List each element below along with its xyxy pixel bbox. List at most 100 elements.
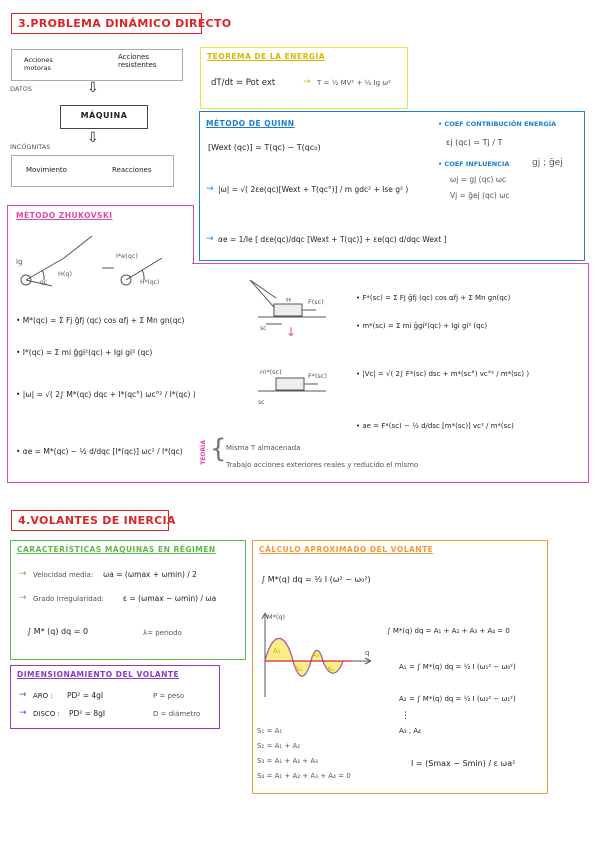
aro-eq: PD² = 4gI bbox=[67, 691, 104, 700]
momento-graph: M*(q) q A₁ A₂ A₃ A₄ bbox=[261, 612, 372, 697]
coef-influencia: • COEF INFLUENCIA bbox=[438, 160, 510, 168]
quinn-eq3: αe = 1/Ie [ dεe(qc)/dqc [Wext + T(qc)] +… bbox=[218, 235, 447, 244]
energia-eq2: T = ½ MV² + ½ Ig ω² bbox=[317, 79, 391, 87]
coef-contribucion-eq: εj (qc) = Tj / T bbox=[446, 138, 503, 147]
calculo-sum-eq: ∫ M*(q) dq = A₁ + A₂ + A₃ + A₄ = 0 bbox=[387, 627, 510, 635]
fsc-label: F(sc) bbox=[308, 298, 324, 306]
diametro-label: D = diámetro bbox=[153, 710, 201, 718]
acciones-motoras: Acciones motoras bbox=[24, 56, 53, 72]
zhukovski-eq-ae: • ae = F*(sc) − ½ d/dsc [m*(sc)] vc² / m… bbox=[356, 422, 514, 430]
zhukovski-top-line bbox=[192, 263, 589, 264]
energia-box: TEOREMA DE LA ENERGÍA dT/dt = Pot ext → … bbox=[200, 47, 408, 109]
calculo-i-eq: I = (Smax − Smin) / ε ωa² bbox=[411, 759, 516, 768]
arrow-down-icon: ↓ bbox=[286, 325, 296, 339]
arrow-right-icon: → bbox=[206, 234, 214, 244]
fstar-label: F*(sc) bbox=[308, 372, 327, 380]
grado-irregularidad-label: Grado irregularidad: bbox=[33, 595, 104, 603]
sc2-label: sc bbox=[258, 399, 264, 406]
regimen-heading: CARACTERÍSTICAS MÁQUINAS EN RÉGIMEN bbox=[17, 545, 216, 554]
movimiento-label: Movimiento bbox=[26, 166, 67, 174]
section-4-title: 4.VOLANTES DE INERCIA bbox=[11, 510, 175, 531]
area-a2: A₂ bbox=[295, 665, 302, 673]
incognitas-box: Movimiento Reacciones bbox=[11, 155, 174, 187]
aro-label: ARO : bbox=[33, 692, 53, 700]
zhukovski-eq-a: • αe = M*(qc) − ½ d/dqc [I*(qc)] ωc² / I… bbox=[16, 447, 183, 456]
datos-label: DATOS bbox=[10, 85, 33, 93]
quinn-heading: MÉTODO DE QUINN bbox=[206, 119, 295, 128]
quinn-box: MÉTODO DE QUINN [Wext (qc)] = T(qc) − T(… bbox=[199, 111, 585, 261]
zhukovski-eq-w: • |ω| = √( 2∫ M*(qc) dqc + I*(qc°) ωc°² … bbox=[16, 390, 196, 399]
mstar-label: m*(sc) bbox=[260, 368, 282, 376]
zhukovski-heading: MÉTODO ZHUKOVSKI bbox=[16, 211, 113, 220]
crank-diagram: Ig H(q) qc I*e(qc) H*(qc) bbox=[16, 235, 163, 287]
slider-diagram: ↓ H F(sc) sc m*(sc) F*(sc) sc bbox=[249, 279, 327, 406]
calculo-box: CÁLCULO APROXIMADO DEL VOLANTE ∫ M*(q) d… bbox=[252, 540, 548, 794]
velocidad-media-label: Velocidad media: bbox=[33, 571, 94, 579]
acciones-resistentes: Acciones resistentes bbox=[118, 53, 157, 69]
zhukovski-eq-v: • |Vc| = √( 2∫ F*(sc) dsc + m*(sc°) vc°²… bbox=[356, 370, 530, 378]
coef-influencia-eq1: ωj = gj (qc) ωc bbox=[450, 175, 507, 184]
teoria-line2: Trabajo acciones exteriores reales y red… bbox=[226, 461, 419, 469]
peso-label: P = peso bbox=[153, 692, 185, 700]
zhukovski-eq-i: • I*(qc) = Σ mi ḡgi²(qc) + Igi gi² (qc) bbox=[16, 348, 153, 357]
arrow-right-icon: → bbox=[206, 184, 214, 194]
zhukovski-eq-f: • F*(sc) = Σ Fj ḡfj (qc) cos αfj + Σ Mn … bbox=[356, 294, 511, 302]
graph-x-label: q bbox=[365, 649, 369, 657]
arrow-right-icon: → bbox=[19, 569, 27, 579]
energia-heading: TEOREMA DE LA ENERGÍA bbox=[207, 52, 326, 61]
dimensionamiento-box: DIMENSIONAMIENTO DEL VOLANTE → ARO : PD²… bbox=[10, 665, 220, 729]
sc-label: sc bbox=[260, 325, 266, 332]
hq-label: H(q) bbox=[58, 270, 72, 278]
zhukovski-box bbox=[7, 205, 194, 264]
calculo-s3: S₃ = A₁ + A₂ + A₃ bbox=[257, 757, 318, 765]
quinn-eq2: |ω| = √( 2εe(qc)[Wext + T(qc°)] / m gdc²… bbox=[218, 185, 409, 194]
section-3-title: 3.PROBLEMA DINÁMICO DIRECTO bbox=[11, 13, 231, 34]
quinn-eq1: [Wext (qc)] = T(qc) − T(qc₀) bbox=[208, 143, 321, 152]
calculo-heading: CÁLCULO APROXIMADO DEL VOLANTE bbox=[259, 545, 434, 554]
zhukovski-eq-mm: • m*(sc) = Σ mi ḡgi²(qc) + Igi gi² (qc) bbox=[356, 322, 488, 330]
area-a3: A₃ bbox=[312, 651, 319, 659]
ig-label: Ig bbox=[16, 258, 23, 266]
area-a4: A₄ bbox=[327, 665, 334, 673]
coef-influencia-eq2: Vj = ḡej (qc) ωc bbox=[450, 191, 510, 200]
graph-y-label: M*(q) bbox=[267, 613, 285, 621]
periodo-integral: ∫ M* (q) dq = 0 bbox=[27, 627, 89, 636]
h-label: H bbox=[286, 296, 291, 304]
calculo-s2: S₂ = A₁ + A₂ bbox=[257, 742, 301, 750]
calculo-dots: ⋮ bbox=[401, 711, 410, 721]
incognitas-label: INCÓGNITAS bbox=[10, 143, 51, 151]
teoria-label: TEORÍA bbox=[200, 440, 207, 465]
calculo-a1-eq: A₁ = ∫ M*(q) dq = ½ I (ω₁² − ω₀²) bbox=[399, 663, 516, 671]
maquina-label: MÁQUINA bbox=[80, 111, 128, 120]
ie-label: I*e(qc) bbox=[116, 252, 138, 260]
calculo-a3a4: A₃ , A₄ bbox=[399, 727, 421, 735]
coef-contribucion: • COEF CONTRIBUCIÓN ENERGÍA bbox=[438, 120, 557, 128]
energia-eq1: dT/dt = Pot ext bbox=[211, 78, 276, 88]
arrow-right-icon: → bbox=[19, 690, 27, 700]
dimensionamiento-heading: DIMENSIONAMIENTO DEL VOLANTE bbox=[17, 670, 180, 679]
zhukovski-eq-m: • M*(qc) = Σ Fj ḡfj (qc) cos αfj + Σ Mn … bbox=[16, 316, 185, 325]
maquina-box: MÁQUINA bbox=[60, 105, 148, 129]
arrow-right-icon: → bbox=[19, 708, 27, 718]
calculo-s4: S₄ = A₁ + A₂ + A₃ + A₄ = 0 bbox=[257, 772, 351, 780]
teoria-line1: Misma T almacenada bbox=[226, 444, 301, 452]
area-a1: A₁ bbox=[273, 647, 281, 655]
teoria-brace: { bbox=[210, 434, 227, 464]
arrow-right-icon: → bbox=[19, 593, 27, 603]
grado-irregularidad-eq: ε = (ωmax − ωmin) / ωa bbox=[123, 594, 217, 603]
calculo-s1: S₁ = A₁ bbox=[257, 727, 283, 735]
coef-influencia-sym: gj ; ḡej bbox=[532, 158, 563, 168]
qc-label: qc bbox=[40, 279, 47, 286]
reacciones-label: Reacciones bbox=[112, 166, 152, 174]
periodo-label: λ= periodo bbox=[143, 629, 182, 637]
arrow-down-icon: ⇩ bbox=[87, 80, 99, 96]
regimen-box: CARACTERÍSTICAS MÁQUINAS EN RÉGIMEN → Ve… bbox=[10, 540, 246, 660]
arrow-down-icon: ⇩ bbox=[87, 130, 99, 146]
velocidad-media-eq: ωa = (ωmax + ωmin) / 2 bbox=[103, 570, 197, 579]
zhukovski-box-main bbox=[7, 263, 589, 483]
acciones-box: Acciones motoras Acciones resistentes bbox=[11, 49, 183, 81]
disco-eq: PD² = 8gI bbox=[69, 709, 106, 718]
calculo-a2-eq: A₂ = ∫ M*(q) dq = ½ I (ω₂² − ω₁²) bbox=[399, 695, 516, 703]
hstar-label: H*(qc) bbox=[140, 279, 159, 286]
arrow-right-icon: → bbox=[303, 77, 311, 87]
